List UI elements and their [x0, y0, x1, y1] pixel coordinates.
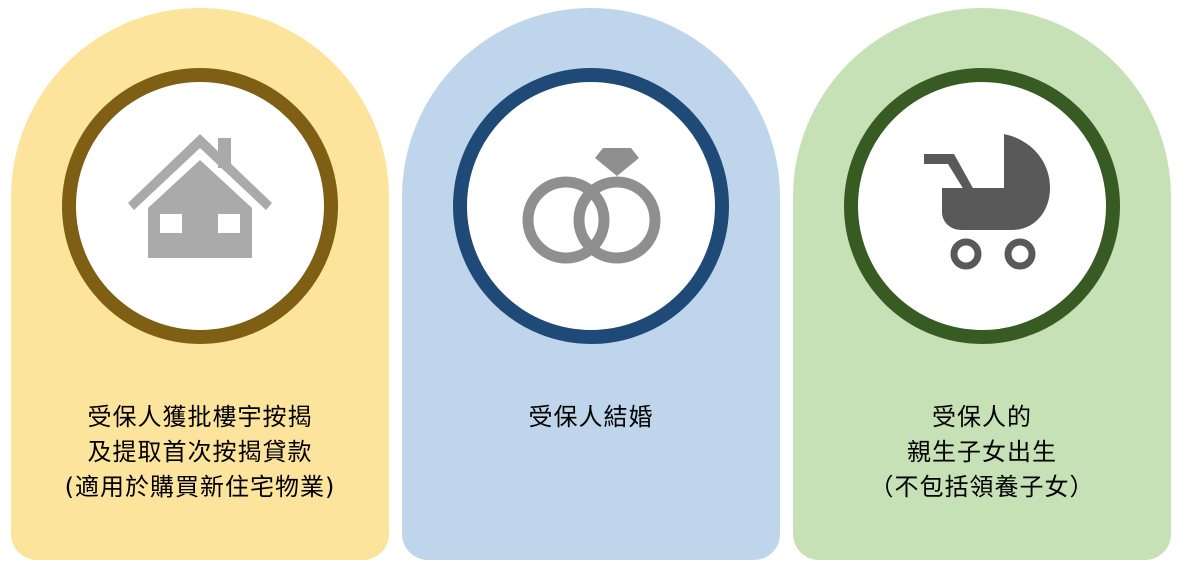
caption-line: （不包括領養子女） [869, 473, 1095, 501]
card-marriage: 受保人結婚 [402, 8, 780, 560]
caption-line: 及提取首次按揭貸款 [87, 438, 313, 466]
caption-line: 受保人的 [932, 403, 1032, 431]
card-caption: 受保人的 親生子女出生 （不包括領養子女） [793, 400, 1171, 505]
caption-line: 受保人獲批樓宇按揭 [87, 403, 313, 431]
card-child-birth: 受保人的 親生子女出生 （不包括領養子女） [793, 8, 1171, 560]
house-icon [120, 126, 280, 286]
caption-line: (適用於購買新住宅物業) [64, 473, 336, 501]
icon-ring [62, 68, 338, 344]
baby-stroller-icon [902, 126, 1062, 286]
icon-ring [453, 68, 729, 344]
wedding-rings-icon [511, 126, 671, 286]
caption-line: 受保人結婚 [528, 403, 654, 431]
card-caption: 受保人獲批樓宇按揭 及提取首次按揭貸款 (適用於購買新住宅物業) [11, 400, 389, 505]
icon-ring [844, 68, 1120, 344]
caption-line: 親生子女出生 [907, 438, 1057, 466]
card-mortgage: 受保人獲批樓宇按揭 及提取首次按揭貸款 (適用於購買新住宅物業) [11, 8, 389, 560]
card-caption: 受保人結婚 [402, 400, 780, 435]
